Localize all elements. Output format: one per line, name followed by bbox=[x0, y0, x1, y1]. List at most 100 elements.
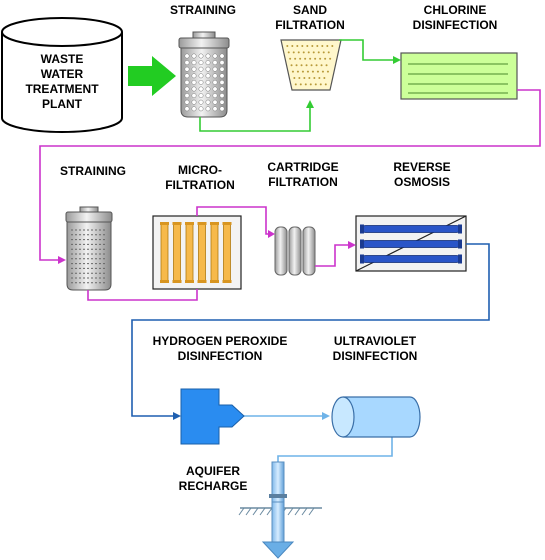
ground-hatch-line bbox=[301, 507, 308, 516]
strainer-hole bbox=[205, 79, 211, 85]
ground-hatch-line bbox=[238, 507, 245, 516]
strainer-2 bbox=[65, 206, 113, 291]
ro-tube-cap bbox=[458, 224, 462, 234]
strainer-hole bbox=[205, 99, 211, 105]
sand-grain bbox=[308, 77, 311, 79]
membrane-cap bbox=[197, 280, 207, 283]
strainer-hole bbox=[219, 73, 225, 79]
ground-hatch-line bbox=[259, 507, 266, 516]
membrane-cap bbox=[185, 280, 194, 283]
sand-grain bbox=[299, 57, 302, 60]
strainer-hole bbox=[198, 106, 204, 112]
membrane-cap bbox=[172, 222, 182, 225]
strainer-hole bbox=[184, 106, 190, 112]
sand-grain bbox=[287, 51, 290, 54]
sand-grain bbox=[306, 45, 309, 47]
sand-grain bbox=[303, 77, 306, 79]
ground-hatch-line bbox=[266, 507, 273, 516]
strainer-hole bbox=[219, 53, 225, 59]
sand-grain bbox=[298, 77, 301, 79]
sand-grain bbox=[293, 77, 296, 79]
strainer-hole bbox=[212, 86, 218, 92]
cartridge-filters bbox=[274, 226, 316, 276]
sand-grain bbox=[296, 70, 299, 73]
strainer-hole bbox=[212, 106, 218, 112]
strainer-hole bbox=[191, 66, 197, 72]
sand-grain bbox=[324, 83, 327, 86]
membrane-cap bbox=[210, 222, 219, 225]
ground-hatch-line bbox=[308, 507, 315, 516]
sand-grain bbox=[309, 57, 312, 60]
strainer-hole bbox=[219, 79, 225, 85]
label-sand-filtration: SAND FILTRATION bbox=[275, 3, 345, 32]
strainer-hole bbox=[184, 86, 190, 92]
sand-grain bbox=[289, 57, 292, 60]
sand-grain bbox=[301, 70, 304, 73]
sand-grain bbox=[295, 64, 298, 67]
sand-grain bbox=[317, 51, 320, 54]
micro-filtration-unit bbox=[152, 215, 242, 290]
sand-grain bbox=[321, 70, 324, 73]
strainer-hole bbox=[219, 99, 225, 105]
membrane-cap bbox=[222, 222, 232, 225]
sand-grain bbox=[327, 51, 330, 54]
sand-grain bbox=[321, 45, 324, 47]
sand-grain bbox=[326, 70, 329, 73]
strainer-hole bbox=[198, 66, 204, 72]
membrane-cap bbox=[160, 280, 169, 283]
label-chlorine-disinfection: CHLORINE DISINFECTION bbox=[412, 3, 498, 32]
strainer-hole bbox=[184, 73, 190, 79]
sand-grain bbox=[291, 70, 294, 73]
sand-grain bbox=[296, 45, 299, 47]
ro-tube-cap bbox=[360, 239, 364, 249]
sand-grain bbox=[323, 77, 326, 79]
stage1-flow bbox=[199, 39, 401, 132]
strainer-hole bbox=[191, 79, 197, 85]
ground-hatch-line bbox=[294, 507, 301, 516]
ro-membrane-tube bbox=[361, 240, 461, 248]
membrane-tube bbox=[223, 222, 231, 283]
strainer-hole bbox=[191, 93, 197, 99]
strainer-hole bbox=[205, 93, 211, 99]
ro-tube-cap bbox=[458, 254, 462, 264]
strainer-hole bbox=[191, 99, 197, 105]
sand-grain bbox=[319, 83, 322, 86]
sand-grain bbox=[294, 57, 297, 60]
sand-grain bbox=[306, 70, 309, 73]
sand-grain bbox=[307, 51, 310, 54]
membrane-cap bbox=[160, 222, 169, 225]
label-ultraviolet-disinfection: ULTRAVIOLET DISINFECTION bbox=[332, 334, 418, 363]
membrane-cap bbox=[222, 280, 232, 283]
strainer-hole bbox=[205, 86, 211, 92]
strainer-hole bbox=[205, 106, 211, 112]
strainer-hole bbox=[191, 53, 197, 59]
sand-grain bbox=[319, 57, 322, 60]
sand-grain bbox=[300, 64, 303, 67]
sand-grain bbox=[329, 57, 332, 60]
stage3-flow bbox=[131, 243, 490, 420]
membrane-cap bbox=[172, 280, 182, 283]
strainer-hole bbox=[198, 99, 204, 105]
uv-cylinder bbox=[331, 396, 421, 438]
strainer-hole bbox=[198, 73, 204, 79]
membrane-tube bbox=[173, 222, 181, 283]
strainer-hole bbox=[184, 93, 190, 99]
sand-grain bbox=[324, 57, 327, 60]
strainer-hole bbox=[205, 53, 211, 59]
reverse-osmosis-unit bbox=[355, 215, 467, 272]
sand-grain bbox=[297, 51, 300, 54]
sand-grain bbox=[304, 57, 307, 60]
sand-grain bbox=[291, 45, 294, 47]
sand-grain bbox=[305, 64, 308, 67]
strainer-hole bbox=[212, 73, 218, 79]
strainer-hole bbox=[212, 60, 218, 66]
strainer-hole bbox=[212, 79, 218, 85]
membrane-cap bbox=[210, 280, 219, 283]
strainer-hole bbox=[219, 60, 225, 66]
sand-grain bbox=[313, 77, 316, 79]
strainer-hole bbox=[219, 86, 225, 92]
strainer-hole bbox=[184, 66, 190, 72]
label-micro-filtration: MICRO- FILTRATION bbox=[165, 163, 235, 192]
ro-tube-cap bbox=[360, 254, 364, 264]
